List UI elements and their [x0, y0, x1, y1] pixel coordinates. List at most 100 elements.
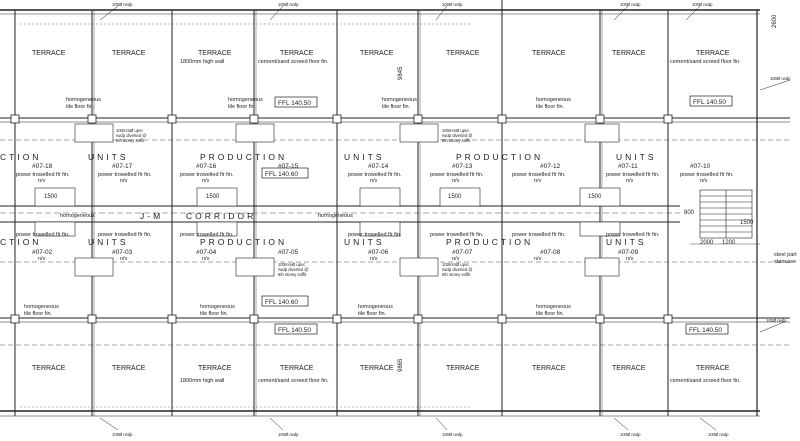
svg-text:100mmØ upvc: 100mmØ upvc — [442, 262, 469, 267]
outer-walls — [0, 9, 790, 417]
homogeneous-labels-lower: homogeneous tile floor fin. homogeneous … — [24, 304, 571, 317]
svg-text:tile floor fin.: tile floor fin. — [536, 311, 565, 317]
svg-text:power trowelled flr fin.: power trowelled flr fin. — [606, 172, 660, 178]
svg-text:PRODUCTION: PRODUCTION — [456, 152, 543, 162]
rwdp-label: 100Ø rwdp — [770, 76, 791, 81]
cement-finish-label: cement/sand screed floor fin. — [670, 59, 741, 65]
svg-text:1500: 1500 — [588, 194, 602, 200]
staircase — [690, 189, 760, 245]
terrace-label: TERRACE — [280, 365, 314, 372]
svg-text:1500: 1500 — [206, 194, 220, 200]
svg-text:n/v: n/v — [38, 178, 46, 184]
svg-text:staircase: staircase — [774, 259, 796, 265]
unit-partition-walls — [14, 0, 669, 416]
svg-text:power trowelled flr fin.: power trowelled flr fin. — [430, 232, 484, 238]
lower-unit-numbers: #07-02 #07-03 #07-04 #07-05 #07-06 #07-0… — [32, 249, 639, 256]
unit-number: #07-04 — [196, 249, 217, 256]
top-terraces: TERRACE TERRACE TERRACE TERRACE TERRACE … — [32, 14, 778, 80]
ffl-lower: FFL 140.50 FFL 140.50 — [274, 323, 729, 335]
unit-number: #07-07 — [452, 249, 473, 256]
corridor: homogeneous J-M CORRIDOR homogeneous 150… — [44, 194, 797, 265]
unit-number: #07-06 — [368, 249, 389, 256]
svg-text:UNITS: UNITS — [616, 152, 657, 162]
homogeneous-labels-upper: homogeneous tile floor fin. homogeneous … — [66, 97, 571, 110]
terrace-label: TERRACE — [360, 365, 394, 372]
svg-text:1800mm high wall: 1800mm high wall — [180, 378, 224, 384]
unit-number: #07-15 — [278, 163, 299, 170]
unit-number: #07-08 — [540, 249, 561, 256]
svg-text:tile floor fin.: tile floor fin. — [382, 104, 411, 110]
terrace-label: TERRACE — [32, 50, 66, 57]
cement-finish-label: cement/sand screed floor fin. — [258, 59, 329, 65]
svg-text:power trowelled flr fin.: power trowelled flr fin. — [16, 232, 70, 238]
svg-text:UNITS: UNITS — [606, 237, 647, 247]
svg-text:1200: 1200 — [722, 240, 736, 246]
svg-text:rwdp diverted @: rwdp diverted @ — [442, 267, 473, 272]
svg-text:tile floor fin.: tile floor fin. — [228, 104, 257, 110]
dim-9845: 9845 — [398, 66, 404, 80]
svg-text:n/v: n/v — [626, 178, 634, 184]
svg-text:homogeneous: homogeneous — [200, 304, 235, 310]
upper-production-band: CTION UNITS PRODUCTION UNITS PRODUCTION … — [0, 152, 657, 179]
svg-text:n/v: n/v — [452, 178, 460, 184]
svg-text:n/v: n/v — [202, 178, 210, 184]
svg-text:100Ø rwdp: 100Ø rwdp — [278, 432, 299, 437]
unit-number: #07-14 — [368, 163, 389, 170]
svg-text:FFL 140.60: FFL 140.60 — [265, 299, 298, 306]
rwdp-labels-bottom: 100Ø rwdp 100Ø rwdp 100Ø rwdp 100Ø rwdp … — [112, 318, 787, 437]
unit-number: #07-13 — [452, 163, 473, 170]
unit-number: #07-03 — [112, 249, 133, 256]
svg-text:power trowelled flr fin.: power trowelled flr fin. — [606, 232, 660, 238]
svg-text:1500: 1500 — [448, 194, 462, 200]
terrace-label: TERRACE — [446, 365, 480, 372]
svg-text:PRODUCTION: PRODUCTION — [446, 237, 533, 247]
svg-text:n/v: n/v — [38, 256, 46, 262]
unit-number: #07-10 — [690, 163, 711, 170]
svg-text:1500: 1500 — [740, 220, 754, 226]
rwdp-leaders — [99, 5, 791, 431]
svg-text:cement/sand screed floor fin.: cement/sand screed floor fin. — [670, 378, 741, 384]
svg-text:homogeneous: homogeneous — [536, 304, 571, 310]
terrace-label: TERRACE — [280, 50, 314, 57]
svg-text:power trowelled flr fin.: power trowelled flr fin. — [348, 172, 402, 178]
svg-text:6th storey soffit: 6th storey soffit — [442, 272, 471, 277]
svg-text:n/v: n/v — [120, 256, 128, 262]
svg-text:power trowelled flr fin.: power trowelled flr fin. — [512, 232, 566, 238]
svg-text:2000: 2000 — [700, 240, 714, 246]
svg-text:CTION: CTION — [0, 237, 41, 247]
svg-text:tile floor fin.: tile floor fin. — [24, 311, 53, 317]
lower-floor-finish: power trowelled flr fin. n/v power trowe… — [16, 232, 660, 262]
svg-text:FFL 140.50: FFL 140.50 — [278, 327, 311, 334]
svg-text:6th storey soffit: 6th storey soffit — [116, 138, 145, 143]
svg-text:UNITS: UNITS — [88, 237, 129, 247]
svg-text:FFL 140.60: FFL 140.60 — [265, 171, 298, 178]
svg-text:100Ø rwdp: 100Ø rwdp — [766, 318, 787, 323]
upper-floor-finish: power trowelled flr fin. n/v power trowe… — [16, 172, 734, 184]
svg-text:n/v: n/v — [120, 178, 128, 184]
rwdp-label: 100Ø rwdp — [112, 2, 133, 7]
rwdp-label: 100Ø rwdp — [278, 2, 299, 7]
svg-text:100mmØ upvc: 100mmØ upvc — [442, 128, 469, 133]
terrace-label: TERRACE — [112, 50, 146, 57]
terrace-label: TERRACE — [360, 50, 394, 57]
terrace-label: TERRACE — [32, 365, 66, 372]
svg-text:100Ø rwdp: 100Ø rwdp — [112, 432, 133, 437]
hatch — [20, 23, 470, 408]
lower-production-band: CTION UNITS PRODUCTION UNITS PRODUCTION … — [0, 237, 647, 307]
svg-text:homogeneous: homogeneous — [66, 97, 101, 103]
svg-text:FFL 140.50: FFL 140.50 — [278, 100, 311, 107]
svg-text:power trowelled flr fin.: power trowelled flr fin. — [180, 172, 234, 178]
svg-text:6th storey soffit: 6th storey soffit — [442, 138, 471, 143]
svg-text:J-M: J-M — [140, 211, 163, 221]
svg-text:n/v: n/v — [202, 256, 210, 262]
terrace-label: TERRACE — [612, 50, 646, 57]
svg-text:CORRIDOR: CORRIDOR — [186, 211, 256, 221]
terrace-label: TERRACE — [198, 50, 232, 57]
terrace-label: TERRACE — [696, 50, 730, 57]
svg-text:power trowelled flr fin.: power trowelled flr fin. — [512, 172, 566, 178]
svg-text:100mmØ upvc: 100mmØ upvc — [278, 262, 305, 267]
svg-text:rwdp diverted @: rwdp diverted @ — [442, 133, 473, 138]
ffl-upper: FFL 140.50 FFL 140.50 — [274, 95, 733, 108]
unit-number: #07-02 — [32, 249, 53, 256]
svg-text:n/v: n/v — [370, 178, 378, 184]
